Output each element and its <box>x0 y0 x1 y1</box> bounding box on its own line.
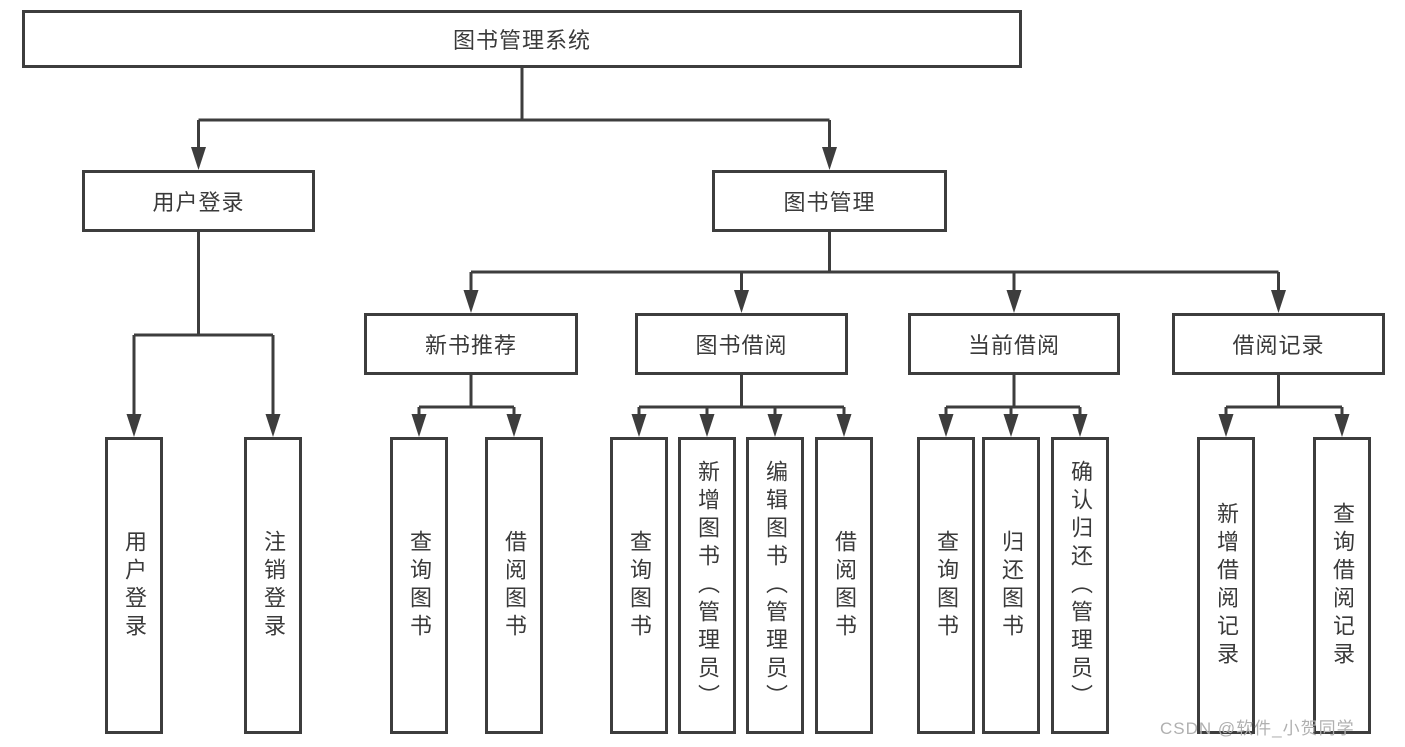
csdn-watermark: CSDN @软件_小贺同学 <box>1160 719 1355 738</box>
leaf-query-books-recommend: 查询图书 <box>390 437 448 734</box>
connector-root-to-level2 <box>197 68 831 152</box>
leaf-logout-login: 注销登录 <box>244 437 302 734</box>
node-borrowing-records: 借阅记录 <box>1172 313 1385 375</box>
connector-records-to-leaves <box>1224 375 1344 419</box>
node-current-borrowing: 当前借阅 <box>908 313 1120 375</box>
connector-bookmgmt-to-level3 <box>469 232 1280 295</box>
leaf-borrow-books: 借阅图书 <box>815 437 873 734</box>
leaf-borrow-books-recommend: 借阅图书 <box>485 437 543 734</box>
node-library-management-system: 图书管理系统 <box>22 10 1022 68</box>
node-book-borrowing: 图书借阅 <box>635 313 848 375</box>
leaf-add-borrow-record: 新增借阅记录 <box>1197 437 1255 734</box>
node-book-management: 图书管理 <box>712 170 947 232</box>
connector-newbook-to-leaves <box>417 375 516 419</box>
leaf-confirm-return-admin: 确认归还（管理员） <box>1051 437 1109 734</box>
connector-userlogin-to-leaves <box>132 232 275 419</box>
leaf-return-books: 归还图书 <box>982 437 1040 734</box>
node-user-login: 用户登录 <box>82 170 315 232</box>
node-new-book-recommend: 新书推荐 <box>364 313 578 375</box>
leaf-edit-books-admin: 编辑图书（管理员） <box>746 437 804 734</box>
leaf-query-borrow-record: 查询借阅记录 <box>1313 437 1371 734</box>
connector-currentborrow-to-leaves <box>944 375 1082 419</box>
leaf-query-books-current: 查询图书 <box>917 437 975 734</box>
connector-bookborrow-to-leaves <box>637 375 846 419</box>
leaf-add-books-admin: 新增图书（管理员） <box>678 437 736 734</box>
leaf-query-books-borrowing: 查询图书 <box>610 437 668 734</box>
leaf-user-login: 用户登录 <box>105 437 163 734</box>
